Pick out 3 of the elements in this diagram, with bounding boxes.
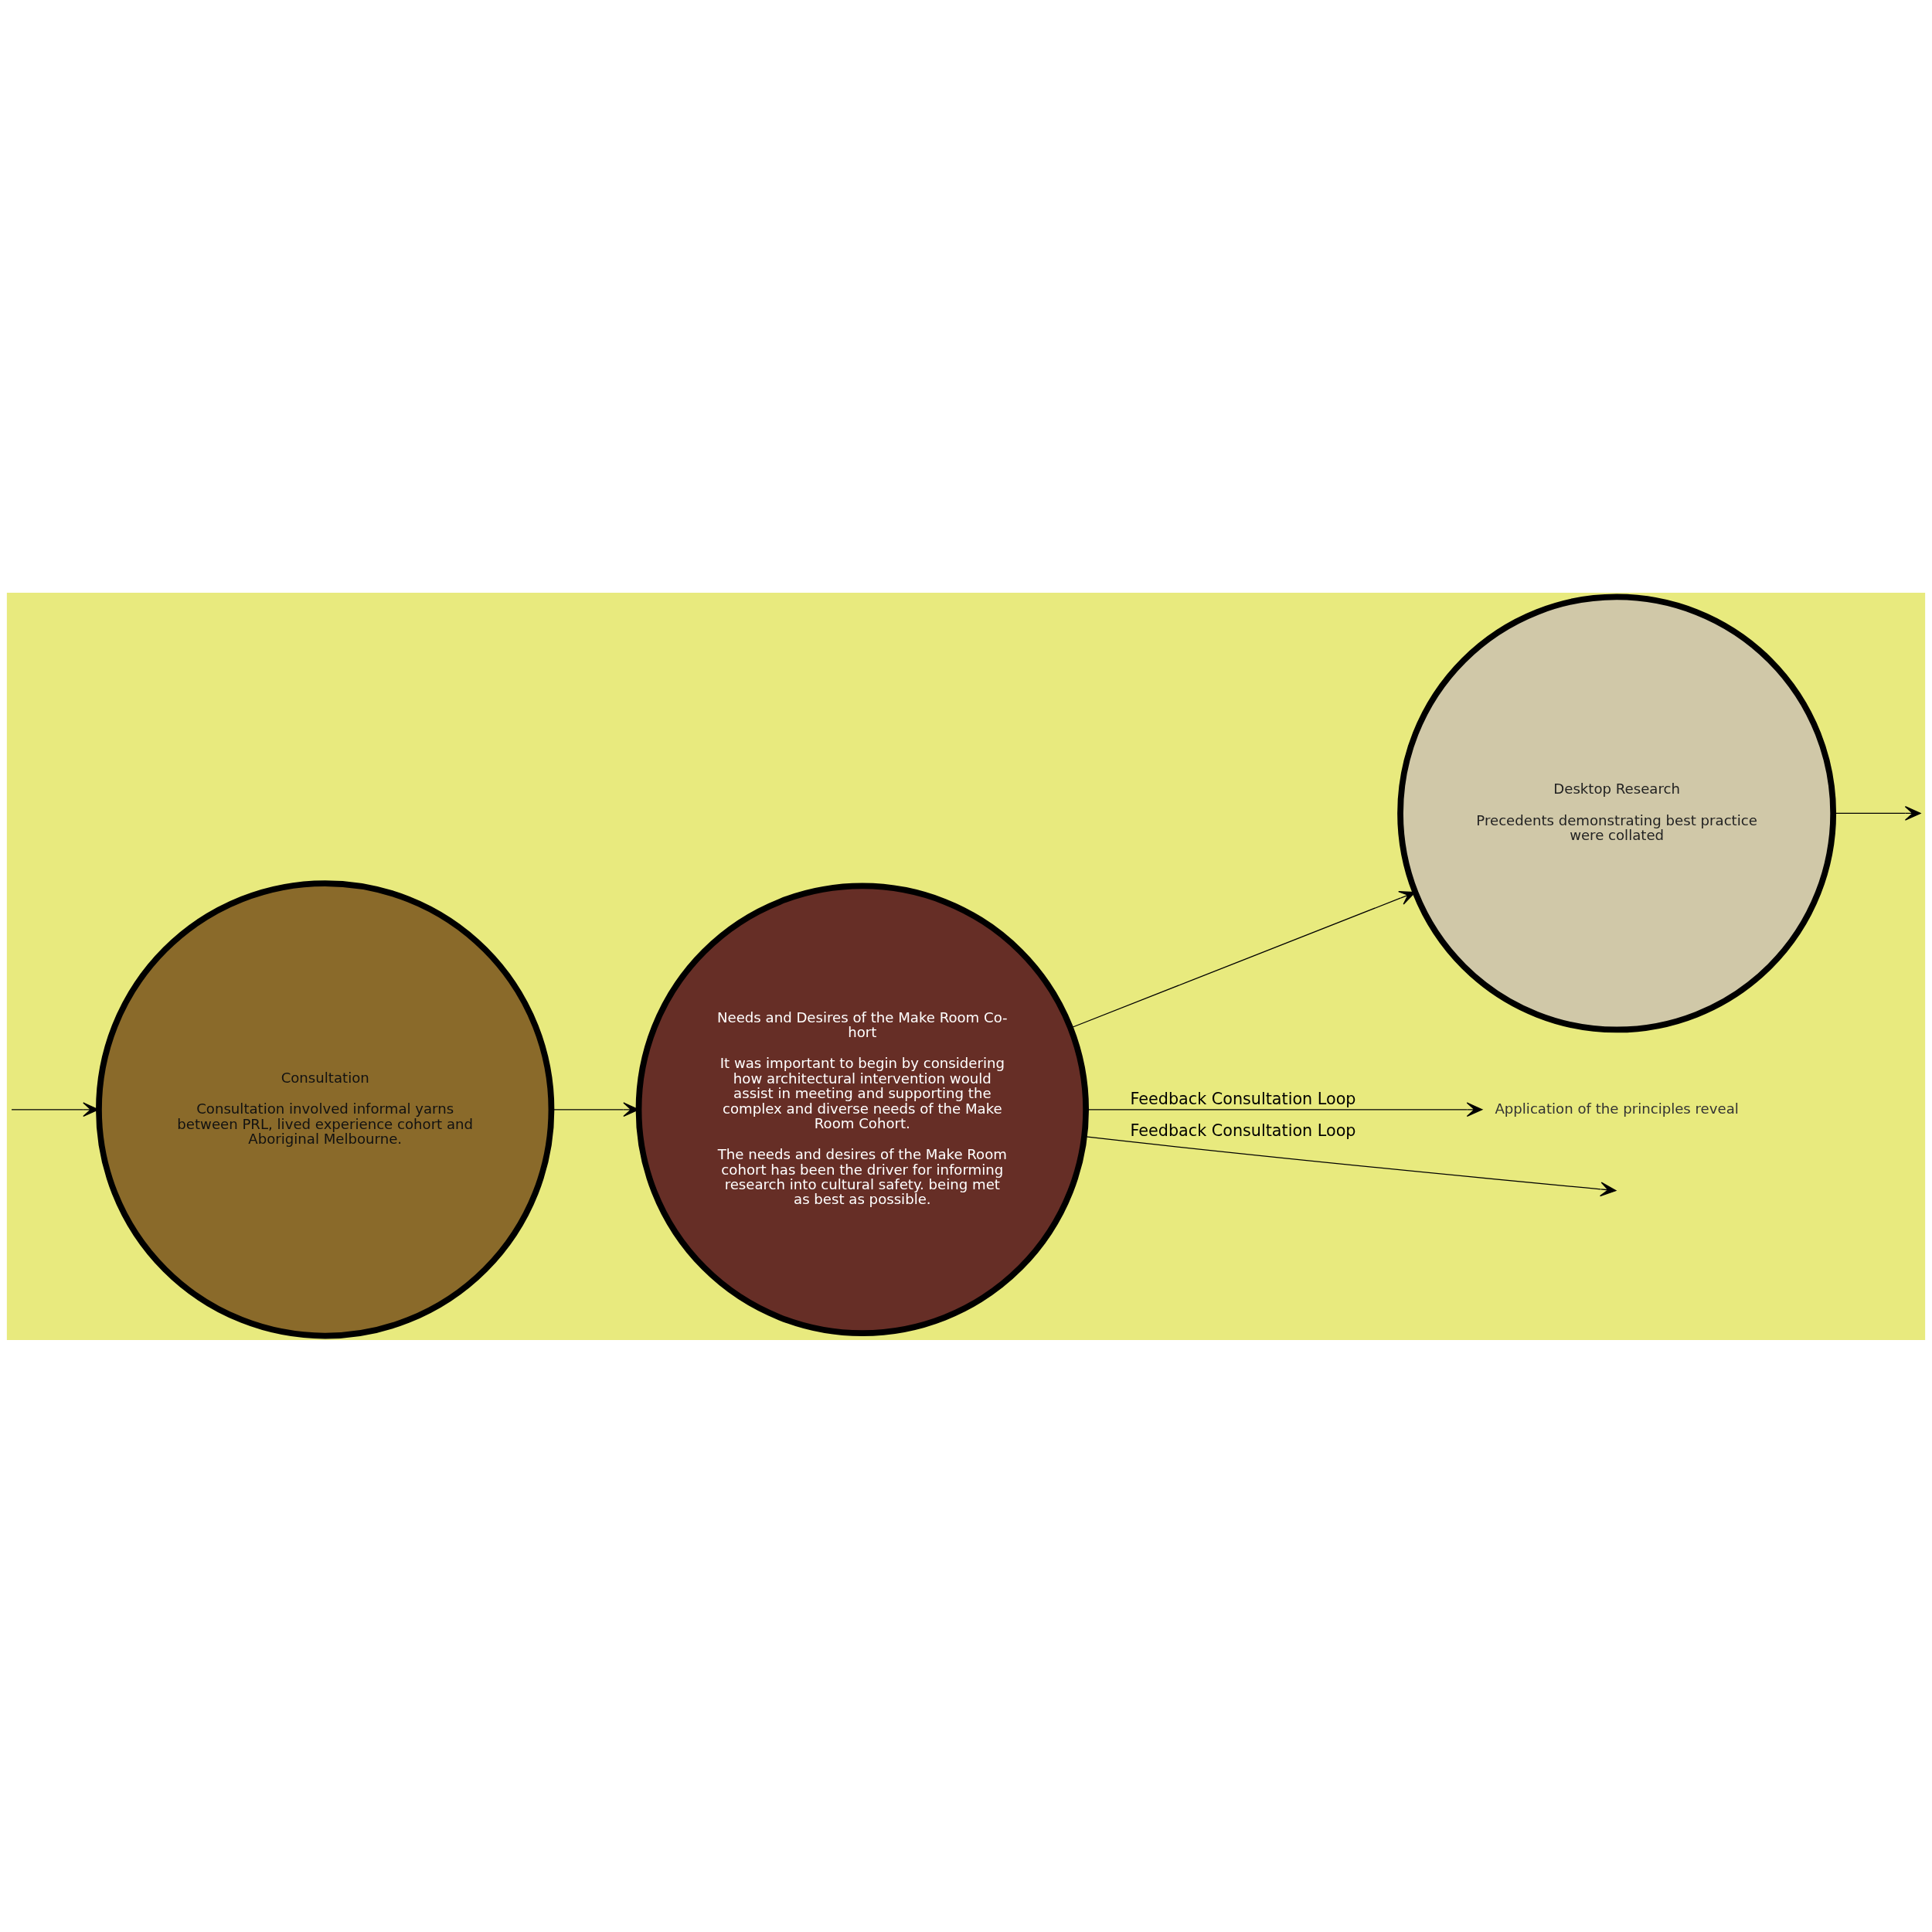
node-text: Application of the principles reveal [1495,1100,1739,1117]
edge-label: Feedback Consultation Loop [1130,1121,1356,1140]
edge-label: Feedback Consultation Loop [1130,1089,1356,1108]
